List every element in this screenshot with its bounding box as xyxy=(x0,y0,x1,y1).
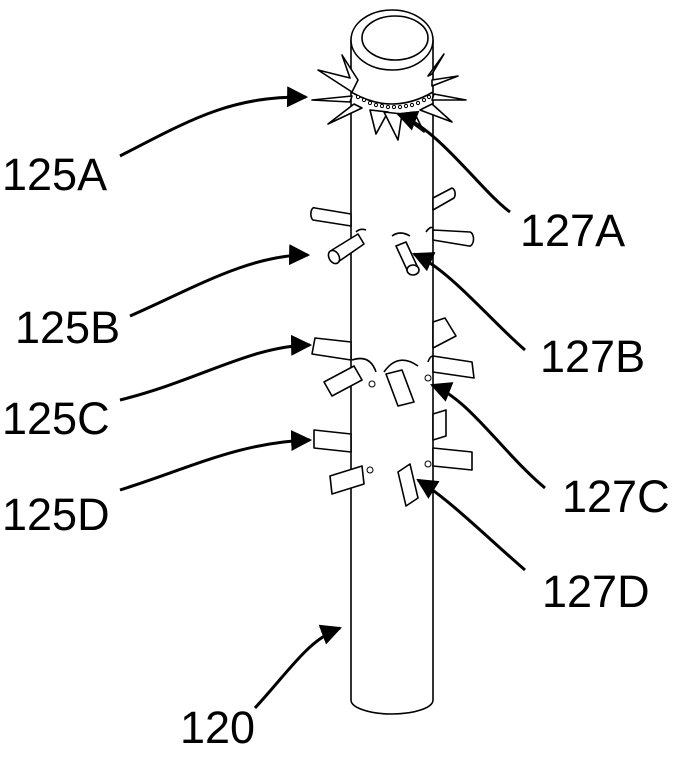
label-127D: 127D xyxy=(542,566,650,617)
label-127C: 127C xyxy=(562,471,670,522)
label-127B: 127B xyxy=(540,331,645,382)
label-125B: 125B xyxy=(15,302,120,353)
label-120: 120 xyxy=(180,702,255,752)
label-127A: 127A xyxy=(520,205,625,256)
leader-lines xyxy=(120,97,545,708)
label-125D: 125D xyxy=(2,489,110,540)
label-125C: 125C xyxy=(2,393,110,444)
label-125A: 125A xyxy=(2,149,107,200)
